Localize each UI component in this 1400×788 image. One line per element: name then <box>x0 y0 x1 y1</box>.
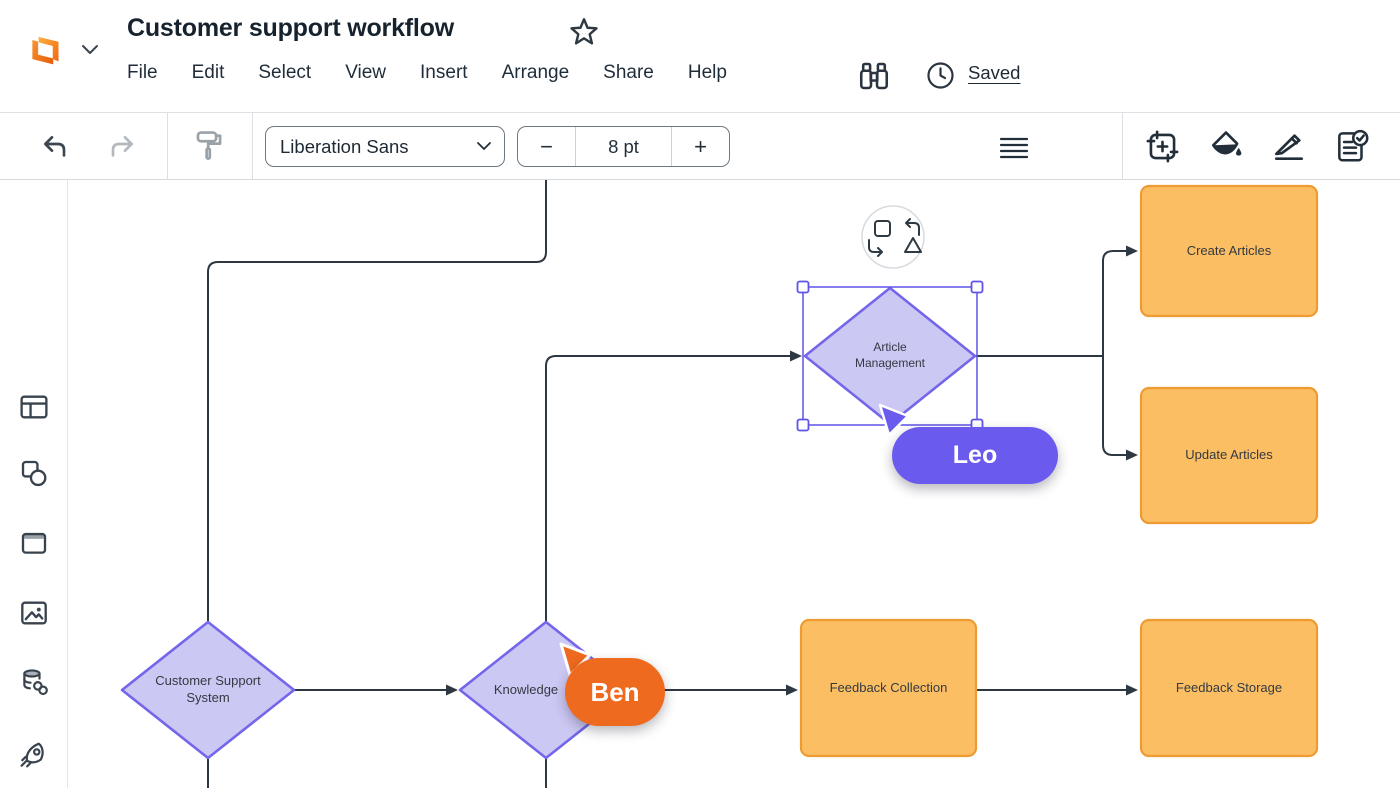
badge-square-icon <box>874 220 891 237</box>
fill-color-button[interactable] <box>1207 127 1245 165</box>
menu-arrange[interactable]: Arrange <box>501 62 570 83</box>
notes-checklist-button[interactable] <box>1333 127 1371 165</box>
font-family-value: Liberation Sans <box>280 135 409 157</box>
arrowhead <box>1126 684 1138 696</box>
node-feedback-collection[interactable] <box>799 618 978 758</box>
document-title[interactable]: Customer support workflow <box>127 14 454 42</box>
data-linking-icon[interactable] <box>18 666 51 699</box>
collaborator-leo-badge: Leo <box>892 427 1058 484</box>
arrowhead <box>446 684 458 696</box>
font-size-control: − 8 pt + <box>517 126 730 167</box>
menu-edit[interactable]: Edit <box>191 62 225 83</box>
lucid-logo[interactable] <box>24 28 70 74</box>
menu-select[interactable]: Select <box>258 62 312 83</box>
arrowhead <box>790 350 802 362</box>
rocket-icon[interactable] <box>18 738 51 771</box>
badge-undo-arrowhead <box>905 218 911 228</box>
frame-button[interactable] <box>1144 128 1181 165</box>
toolbar-divider <box>167 113 168 179</box>
shapes-icon[interactable] <box>18 457 51 490</box>
menu-bar: File Edit Select View Insert Arrange Sha… <box>127 62 727 84</box>
star-icon[interactable] <box>567 15 601 49</box>
badge-triangle-icon <box>904 237 922 253</box>
menu-help[interactable]: Help <box>687 62 727 83</box>
menu-share[interactable]: Share <box>603 62 654 83</box>
format-painter-button[interactable] <box>190 127 228 165</box>
font-size-increase-button[interactable]: + <box>694 133 707 159</box>
undo-button[interactable] <box>40 130 72 162</box>
left-sidebar <box>0 180 68 788</box>
font-family-select[interactable]: Liberation Sans <box>265 126 505 167</box>
image-icon[interactable] <box>18 597 51 630</box>
selection-handle[interactable] <box>970 280 984 294</box>
shape-suggestion-badge[interactable] <box>861 205 925 269</box>
menu-view[interactable]: View <box>345 62 387 83</box>
badge-redo-arrowhead <box>877 247 883 257</box>
connector-branch-to-update-articles[interactable] <box>1102 356 1126 456</box>
font-size-decrease-button[interactable]: − <box>518 127 576 166</box>
arrowhead <box>786 684 798 696</box>
chevron-down-icon <box>477 142 491 150</box>
toolbar-divider <box>252 113 253 179</box>
node-feedback-storage[interactable] <box>1139 618 1319 758</box>
line-color-button[interactable] <box>1270 127 1308 165</box>
badge-undo-arrow-icon <box>906 222 920 236</box>
align-button[interactable] <box>998 137 1030 159</box>
connector-branch-to-create-articles[interactable] <box>1102 250 1126 356</box>
leo-cursor-pointer <box>878 403 910 437</box>
collaborator-ben-name: Ben <box>590 676 640 707</box>
binoculars-icon[interactable] <box>856 58 892 94</box>
badge-redo-arrow-icon <box>868 239 882 253</box>
node-update-articles[interactable] <box>1139 386 1319 525</box>
collaborator-ben-badge: Ben <box>565 658 665 726</box>
window-icon[interactable] <box>18 527 51 560</box>
collaborator-leo-name: Leo <box>952 441 998 469</box>
menu-file[interactable]: File <box>127 62 158 83</box>
connector-knowledge-to-article-management[interactable] <box>545 355 790 622</box>
toolbar-divider <box>1122 113 1123 179</box>
node-customer-support-system[interactable] <box>120 620 296 760</box>
connector-top-to-customer-support[interactable] <box>207 180 547 622</box>
save-status[interactable]: Saved <box>968 62 1021 83</box>
selection-handle[interactable] <box>796 280 810 294</box>
menu-insert[interactable]: Insert <box>420 62 468 83</box>
diagram-canvas[interactable]: Customer Support System Knowledge Articl… <box>68 180 1400 788</box>
arrowhead <box>1126 245 1138 257</box>
arrowhead <box>1126 449 1138 461</box>
chevron-down-icon[interactable] <box>81 44 99 56</box>
selection-handle[interactable] <box>796 418 810 432</box>
redo-button[interactable] <box>105 130 137 162</box>
font-size-value[interactable]: 8 pt <box>576 127 672 166</box>
node-create-articles[interactable] <box>1139 184 1319 318</box>
template-panel-icon[interactable] <box>18 391 51 424</box>
header: Customer support workflow File Edit Sele… <box>0 0 1400 112</box>
toolbar: Liberation Sans − 8 pt + B I U A T ▾ <box>0 112 1400 288</box>
clock-icon <box>927 62 954 89</box>
